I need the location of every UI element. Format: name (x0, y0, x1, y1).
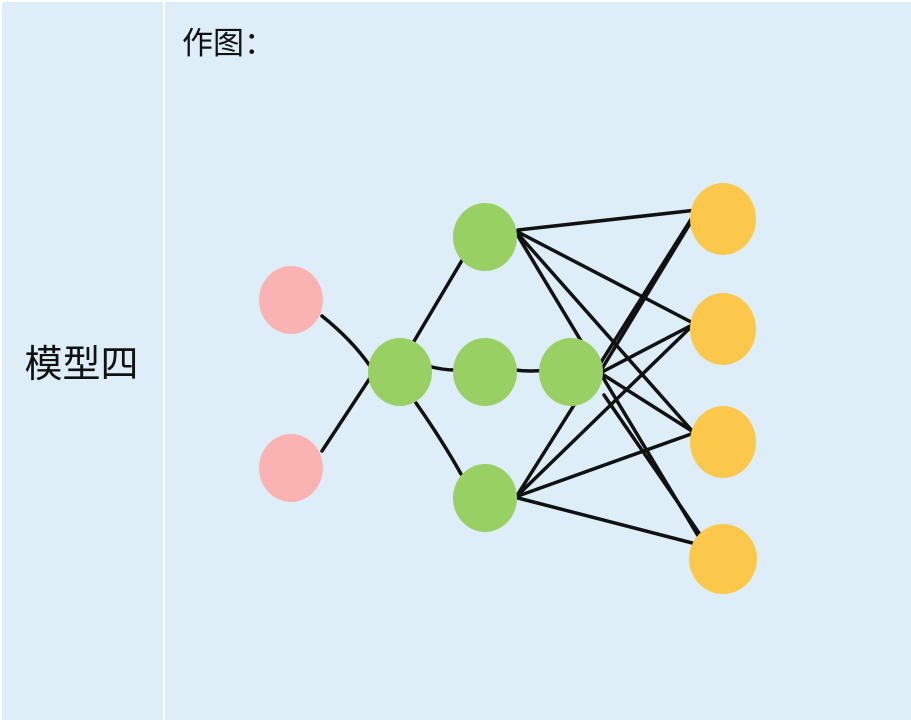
output-node-o1 (690, 183, 756, 255)
hidden-node-hub (368, 338, 432, 406)
input-node-in1 (259, 266, 323, 334)
connection-line-14 (516, 496, 702, 547)
connection-line-4 (426, 364, 458, 372)
hidden-node-h3 (453, 464, 517, 532)
panel-border-left (0, 0, 2, 720)
connection-line-18 (602, 393, 701, 535)
connection-line-11 (516, 211, 697, 496)
output-node-o2 (690, 293, 756, 365)
input-node-in2 (259, 434, 323, 502)
hidden-node-h1 (453, 203, 517, 271)
connection-line-15 (598, 210, 699, 374)
hidden-node-h4 (539, 338, 603, 406)
panel-border-top (0, 0, 911, 2)
column-divider (163, 0, 165, 720)
hidden-node-h2 (453, 338, 517, 406)
connection-line-7 (516, 208, 699, 232)
connection-line-1 (320, 314, 372, 368)
output-node-o4 (689, 524, 757, 594)
connection-line-2 (320, 373, 374, 453)
connection-line-3 (411, 255, 466, 345)
connection-line-13 (516, 431, 696, 498)
connection-line-9 (516, 232, 696, 435)
connection-line-8 (516, 230, 695, 325)
row-label: 模型四 (24, 342, 139, 386)
edges (320, 208, 702, 547)
nodes (259, 183, 757, 594)
connection-line-5 (414, 401, 463, 476)
connection-line-16 (600, 322, 696, 374)
output-node-o3 (690, 406, 756, 478)
connection-line-17 (600, 372, 697, 435)
section-title: 作图： (182, 26, 275, 62)
connection-line-12 (516, 323, 695, 497)
